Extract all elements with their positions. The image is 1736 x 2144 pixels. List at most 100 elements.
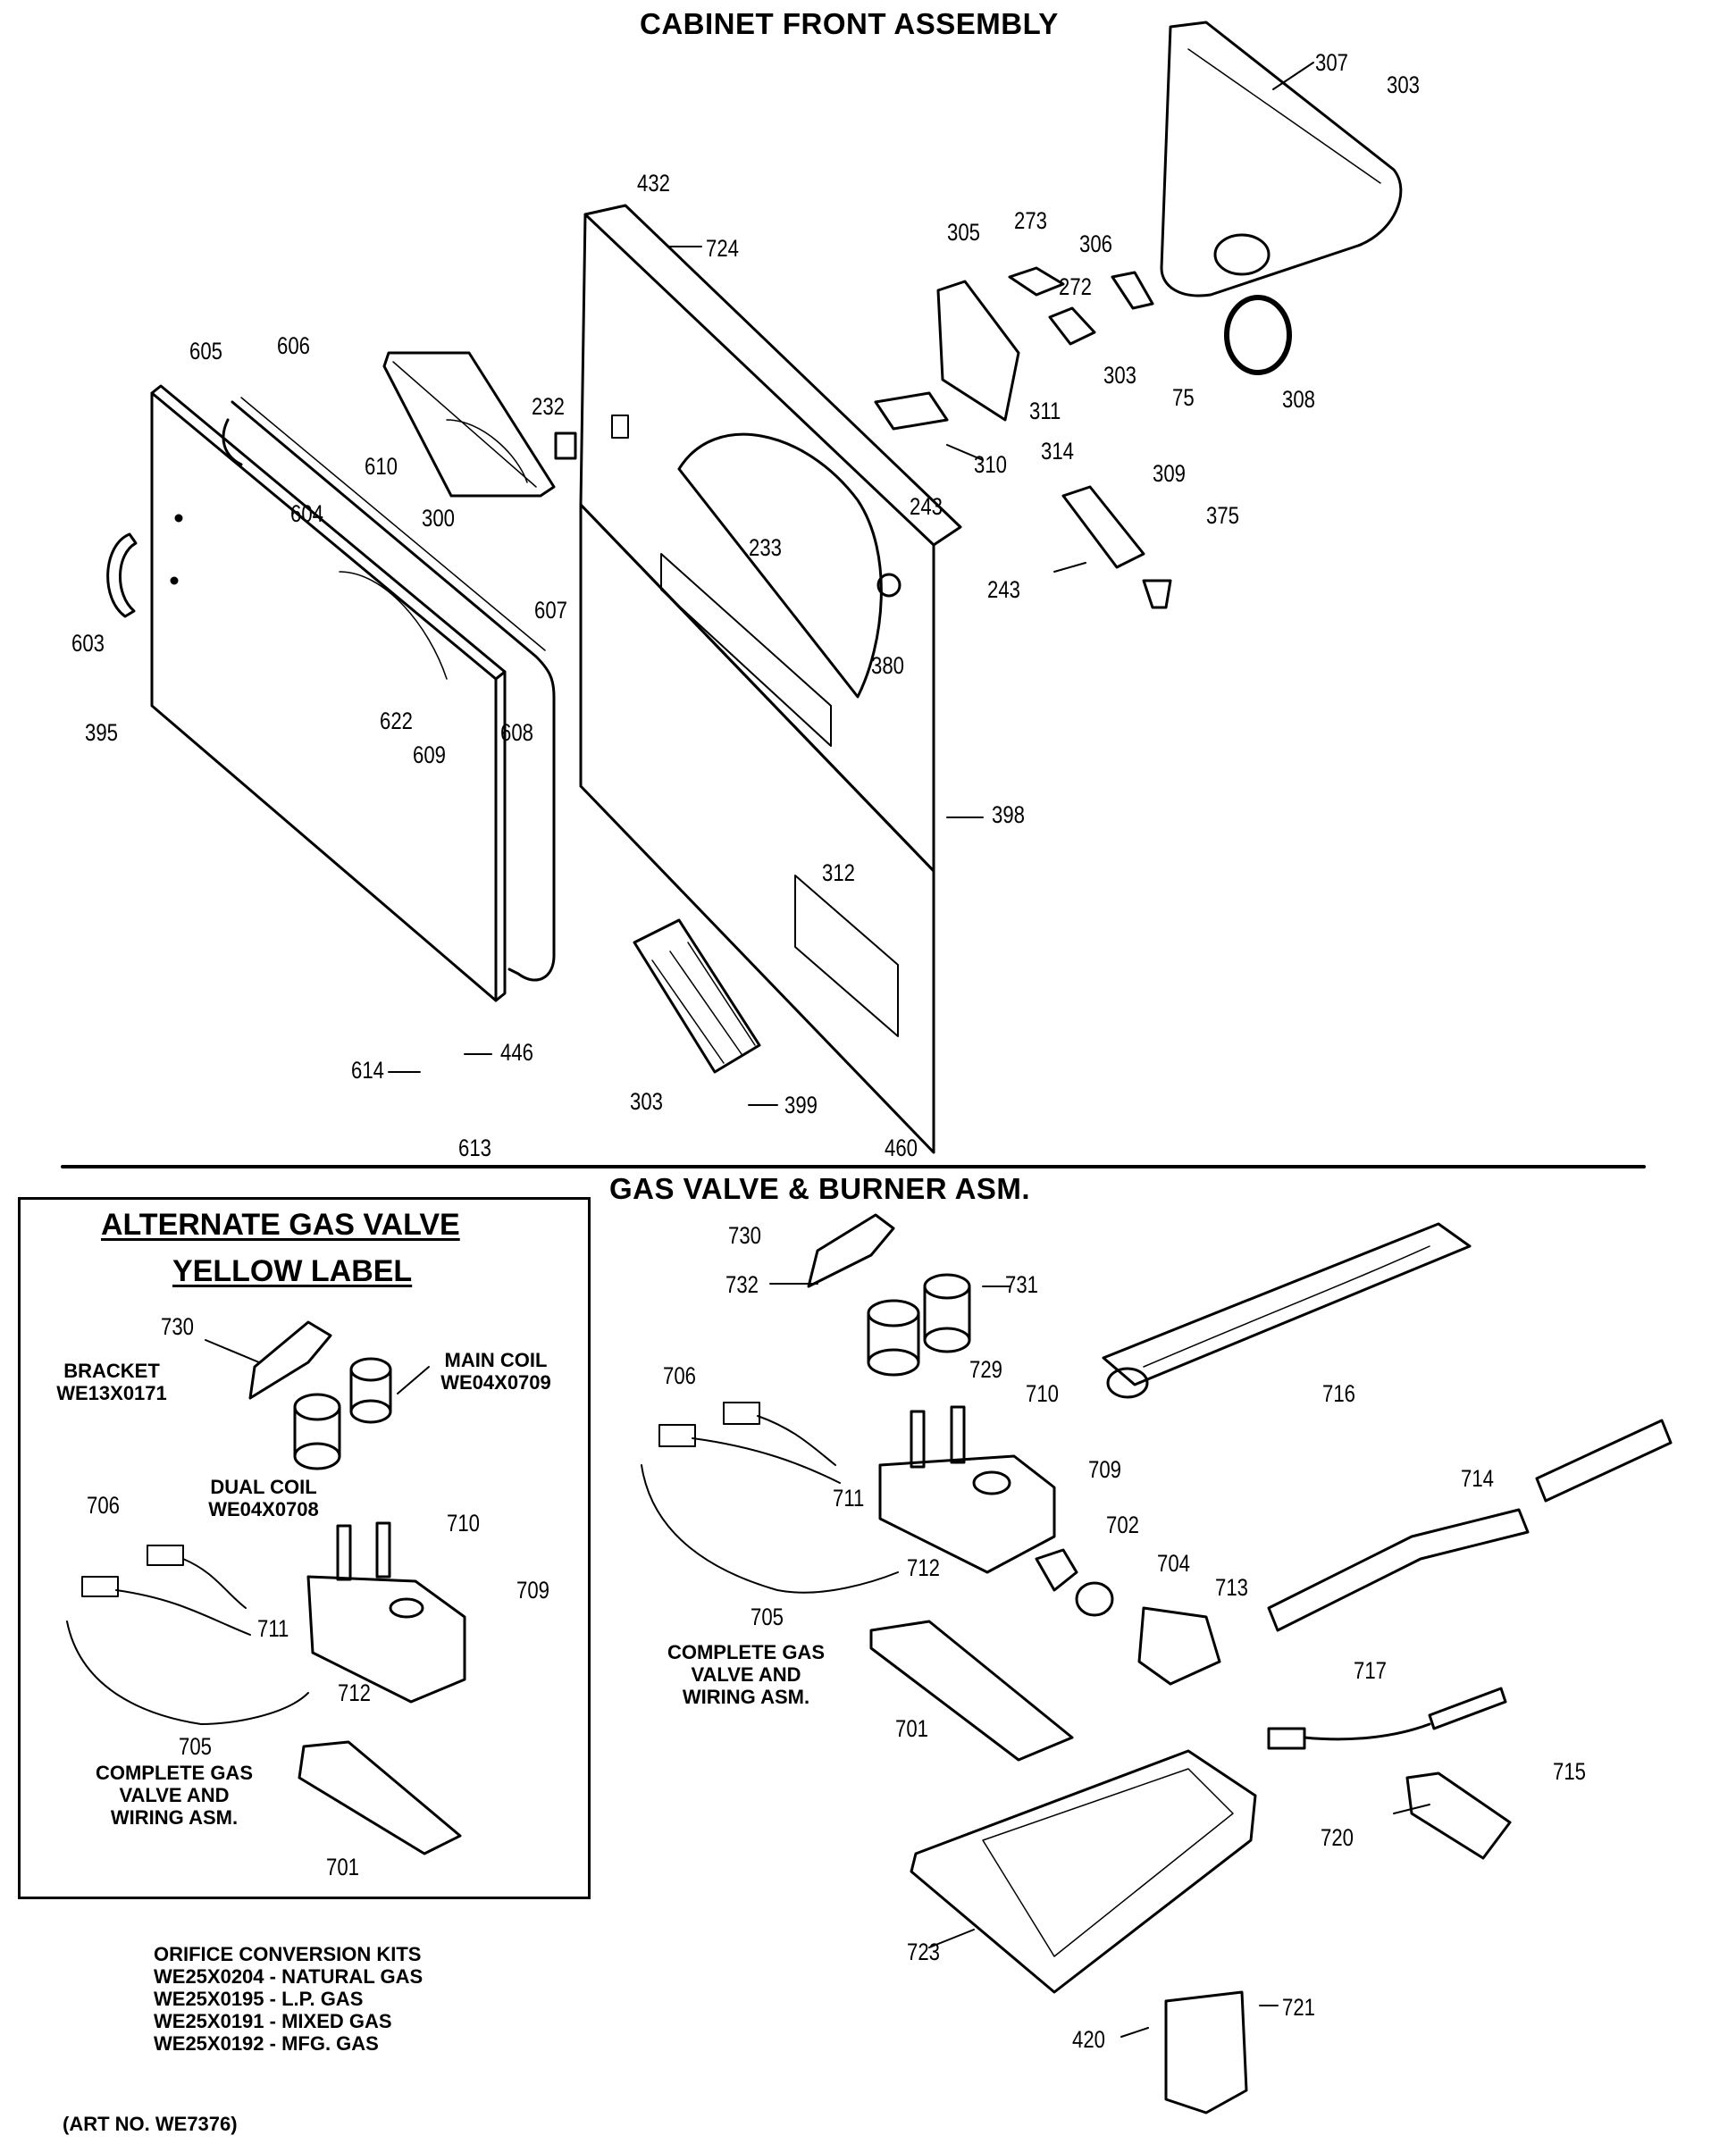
knob-375 [1142, 579, 1172, 609]
art-number: (ART NO. WE7376) [63, 2113, 238, 2135]
alt-complete-line1: COMPLETE GAS [95, 1762, 253, 1784]
orifice-kit-lp: WE25X0195 - L.P. GAS [154, 1988, 364, 2010]
igniter-717 [1267, 1687, 1507, 1750]
ring-308 [1224, 295, 1292, 375]
gas-part-731: 731 [1005, 1271, 1038, 1298]
dual-coil-label: DUAL COIL WE04X0708 [201, 1476, 326, 1520]
gas-part-723: 723 [907, 1939, 940, 1965]
cab-part-398: 398 [992, 801, 1025, 828]
cab-part-609: 609 [413, 741, 446, 768]
alternate-subtitle: YELLOW LABEL [172, 1254, 413, 1288]
shield-721 [1164, 1990, 1248, 2115]
orifice-title: ORIFICE CONVERSION KITS [154, 1943, 422, 1965]
alt-part-706: 706 [87, 1492, 120, 1519]
alternate-gas-valve-box [18, 1197, 591, 1899]
cab-part-307: 307 [1315, 49, 1348, 76]
alternate-title: ALTERNATE GAS VALVE [101, 1208, 460, 1242]
cab-part-273: 273 [1014, 207, 1047, 234]
gas-complete-line2: VALVE AND [691, 1663, 801, 1686]
gas-part-712: 712 [907, 1554, 940, 1581]
orifice-kits: ORIFICE CONVERSION KITS WE25X0204 - NATU… [154, 1943, 423, 2055]
cab-part-272: 272 [1059, 273, 1092, 300]
alt-wiring [81, 1545, 251, 1636]
clip-232 [554, 431, 577, 460]
alt-part-730: 730 [161, 1313, 194, 1340]
alt-part-712: 712 [338, 1679, 371, 1706]
cab-part-610: 610 [365, 453, 398, 480]
cab-part-312: 312 [822, 859, 855, 886]
bracket-label-line2: WE13X0171 [56, 1382, 167, 1404]
cab-part-314: 314 [1041, 438, 1074, 465]
cab-part-605: 605 [189, 338, 222, 364]
cab-part-233: 233 [749, 534, 782, 561]
cab-part-303c: 303 [630, 1088, 663, 1115]
shutoff-713 [1137, 1606, 1221, 1686]
cab-part-310: 310 [974, 451, 1007, 478]
alt-complete-label: COMPLETE GAS VALVE AND WIRING ASM. [94, 1762, 255, 1829]
cab-part-613: 613 [458, 1135, 491, 1161]
alt-main-coil [349, 1357, 392, 1424]
gas-complete-label: COMPLETE GAS VALVE AND WIRING ASM. [666, 1641, 826, 1708]
gas-part-729: 729 [969, 1356, 1002, 1383]
gas-complete-line1: COMPLETE GAS [667, 1641, 825, 1663]
alt-part-701: 701 [326, 1854, 359, 1880]
cab-part-608: 608 [500, 719, 533, 746]
gas-part-717: 717 [1354, 1657, 1387, 1684]
cab-part-311: 311 [1029, 398, 1061, 424]
duct-307 [1160, 21, 1403, 297]
alt-part-709: 709 [516, 1577, 549, 1604]
cab-part-432: 432 [637, 170, 670, 197]
gas-part-420: 420 [1072, 2026, 1105, 2053]
cab-part-309: 309 [1153, 460, 1186, 487]
cab-part-603: 603 [71, 630, 105, 657]
coil-729 [867, 1299, 920, 1377]
alt-part-710: 710 [447, 1510, 480, 1537]
cab-part-243: 243 [910, 493, 943, 520]
cab-part-308: 308 [1282, 386, 1315, 413]
gas-part-721: 721 [1282, 1994, 1315, 2021]
cabinet-front-assembly-title: CABINET FRONT ASSEMBLY [640, 7, 1059, 40]
plate-273 [1008, 266, 1065, 297]
grille-399 [633, 918, 761, 1074]
bracket-310 [874, 391, 949, 431]
pipe-714 [1267, 1508, 1530, 1632]
wiring-706 [658, 1402, 841, 1484]
orifice-704 [1075, 1581, 1114, 1617]
gas-valve-burner-title: GAS VALVE & BURNER ASM. [609, 1172, 1031, 1205]
gas-part-704: 704 [1157, 1550, 1190, 1577]
cab-part-460: 460 [885, 1135, 918, 1161]
cab-part-75: 75 [1172, 384, 1195, 411]
bracket-732 [807, 1213, 895, 1288]
gas-part-702: 702 [1106, 1512, 1139, 1538]
cab-part-303b: 303 [1103, 362, 1136, 389]
alt-part-711: 711 [257, 1615, 289, 1642]
gas-part-720: 720 [1321, 1824, 1354, 1851]
dual-coil-label-line1: DUAL COIL [210, 1476, 317, 1498]
bracket-label: BRACKET WE13X0171 [54, 1360, 170, 1404]
alt-dual-coil [293, 1393, 341, 1470]
alt-complete-line3: WIRING ASM. [110, 1806, 239, 1829]
gas-part-709: 709 [1088, 1456, 1121, 1483]
dual-coil-label-line2: WE04X0708 [208, 1498, 319, 1520]
cab-part-300: 300 [422, 505, 455, 532]
door-handle-603 [106, 532, 138, 618]
cab-part-607: 607 [534, 597, 567, 624]
bracket-720 [1405, 1771, 1512, 1860]
cab-part-232: 232 [532, 393, 565, 420]
gas-part-701: 701 [895, 1715, 928, 1742]
gas-part-711: 711 [833, 1485, 865, 1512]
part-306 [1111, 271, 1154, 310]
orifice-kit-natural: WE25X0204 - NATURAL GAS [154, 1965, 424, 1988]
gas-part-732: 732 [725, 1271, 759, 1298]
gas-part-710: 710 [1026, 1380, 1059, 1407]
coil-731 [923, 1273, 971, 1353]
front-panel-398 [579, 204, 962, 1154]
cab-part-446: 446 [500, 1039, 533, 1066]
burner-tube-716 [1102, 1222, 1472, 1399]
orifice-kit-mixed: WE25X0191 - MIXED GAS [154, 2010, 392, 2032]
gas-part-716: 716 [1322, 1380, 1355, 1407]
gas-part-713: 713 [1215, 1574, 1248, 1601]
part-309 [1061, 485, 1145, 569]
cab-part-305: 305 [947, 219, 980, 246]
